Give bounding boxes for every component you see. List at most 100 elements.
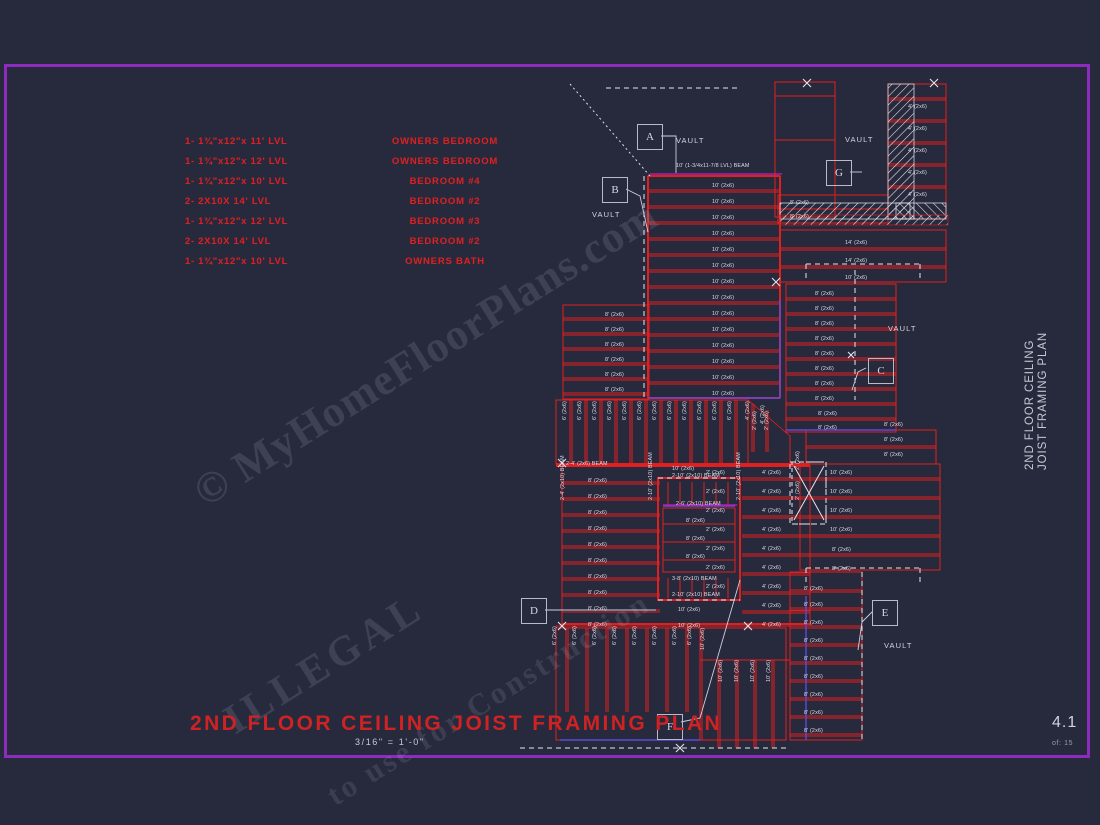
joist-label: 2' (2x6) <box>706 470 726 476</box>
joist-label: 10' (2x6) <box>712 375 735 381</box>
joist-label: 10' (2x6) <box>712 295 735 301</box>
joist-label: 10' (2x6) <box>845 275 868 281</box>
legend-room-name: BEDROOM #2 <box>409 196 481 207</box>
detail-callout-f[interactable]: F <box>657 714 683 740</box>
joist-label-vertical: 2' (2x6) <box>764 410 770 430</box>
joist-label: 8' (2x6) <box>588 574 608 580</box>
detail-callout-a[interactable]: A <box>637 124 663 150</box>
joist-label: 8' (2x6) <box>804 586 824 592</box>
joist-label: 8' (2x6) <box>804 620 824 626</box>
legend-beam-size: 1- 1¾"x12"x 12' LVL <box>185 216 289 227</box>
detail-callout-b[interactable]: B <box>602 177 628 203</box>
detail-callout-c[interactable]: C <box>868 358 894 384</box>
detail-callout-d[interactable]: D <box>521 598 547 624</box>
joist-label: 8' (2x6) <box>588 622 608 628</box>
joist-label: 8' (2x6) <box>815 291 835 297</box>
joist-label-vertical: 6' (2x6) <box>687 625 693 645</box>
page-title: 2ND FLOOR CEILING JOIST FRAMING PLAN <box>190 712 723 735</box>
joist-label: 10' (2x6) <box>678 623 701 629</box>
joist-label: 8' (2x6) <box>804 728 824 734</box>
joist-label: 8' (2x6) <box>815 336 835 342</box>
joist-label: 8' (2x6) <box>818 411 838 417</box>
joist-label: 8' (2x6) <box>588 494 608 500</box>
joist-label: 8' (2x6) <box>588 558 608 564</box>
joist-label-vertical: 6' (2x6) <box>622 400 628 420</box>
joist-label: 8' (2x6) <box>790 214 810 220</box>
joist-label-vertical: 10' (2x6) <box>750 659 756 682</box>
joist-label: 4' (2x6) <box>762 527 782 533</box>
legend-room-name: BEDROOM #2 <box>409 236 481 247</box>
joist-label-vertical: 4' (2x6) <box>745 400 751 420</box>
joist-label: 8' (2x6) <box>818 425 838 431</box>
joist-label: 4' (2x6) <box>762 508 782 514</box>
stair-opening <box>791 461 827 525</box>
beam-hatch <box>779 83 949 226</box>
joist-label: 8' (2x6) <box>588 590 608 596</box>
joist-label-vertical: 6' (2x6) <box>632 625 638 645</box>
joist-label: 10' (2x6) <box>712 247 735 253</box>
joist-label: 8' (2x6) <box>815 351 835 357</box>
joist-label: 8' (2x6) <box>686 554 706 560</box>
joist-label: 4' (2x6) <box>762 489 782 495</box>
detail-callout-g[interactable]: G <box>826 160 852 186</box>
joist-label: 8' (2x6) <box>588 542 608 548</box>
joist-label: 8' (2x6) <box>790 200 810 206</box>
joist-label-vertical: 6' (2x6) <box>727 400 733 420</box>
joist-label: 8' (2x6) <box>588 606 608 612</box>
joist-label: 8' (2x6) <box>804 692 824 698</box>
joist-label: 10' (2x6) <box>830 508 853 514</box>
joist-label: 8' (2x6) <box>884 452 904 458</box>
joist-label-vertical: 2' (2x6) <box>795 480 801 500</box>
joist-label: 10' (2x6) <box>712 311 735 317</box>
joist-label: 4' (2x6) <box>762 565 782 571</box>
joist-label-vertical: 6' (2x6) <box>652 400 658 420</box>
joist-label: 8' (2x6) <box>804 602 824 608</box>
post-markers <box>557 78 939 753</box>
joist-label: 4' (2x6) <box>908 192 928 198</box>
joist-label: 8' (2x6) <box>804 674 824 680</box>
joist-label-vertical: 6' (2x6) <box>667 400 673 420</box>
joist-label: 8' (2x6) <box>605 387 625 393</box>
joist-label-vertical: 6' (2x6) <box>562 400 568 420</box>
callout-leaders <box>545 135 873 723</box>
beam-note: 2-4' (2x6) BEAM <box>566 461 608 467</box>
sheet-vertical-title: 2ND FLOOR CEILING JOIST FRAMING PLAN <box>1024 330 1050 470</box>
joist-label: 8' (2x6) <box>605 312 625 318</box>
joist-label: 10' (2x6) <box>712 231 735 237</box>
joist-label: 4' (2x6) <box>762 603 782 609</box>
joist-label: 4' (2x6) <box>908 104 928 110</box>
joist-label: 14' (2x6) <box>845 258 868 264</box>
joist-label: 8' (2x6) <box>804 656 824 662</box>
joist-label: 10' (2x6) <box>712 263 735 269</box>
joist-label-vertical: 6' (2x6) <box>712 400 718 420</box>
joist-label: 4' (2x6) <box>908 170 928 176</box>
joist-label-vertical: 6' (2x6) <box>697 400 703 420</box>
roof-edge-leader <box>569 83 651 177</box>
joist-label-vertical: 2' (2x6) <box>795 450 801 470</box>
joist-label: 8' (2x6) <box>884 437 904 443</box>
vault-label: VAULT <box>888 324 917 333</box>
joist-label-vertical: 6' (2x6) <box>577 400 583 420</box>
beam-note: 2-10' (2x10) BEAM <box>672 592 720 598</box>
joist-label-vertical: 6' (2x6) <box>572 625 578 645</box>
detail-callout-e[interactable]: E <box>872 600 898 626</box>
joist-label: 10' (2x6) <box>712 215 735 221</box>
joist-label: 8' (2x6) <box>815 381 835 387</box>
legend-room-name: BEDROOM #4 <box>409 176 481 187</box>
legend-beam-size: 1- 1¾"x12"x 10' LVL <box>185 256 289 267</box>
joist-label: 8' (2x6) <box>815 366 835 372</box>
joist-label: 10' (2x6) <box>712 391 735 397</box>
joist-label-vertical: 10' (2x6) <box>718 659 724 682</box>
joist-label-vertical: 6' (2x6) <box>612 625 618 645</box>
joist-label-vertical: 6' (2x6) <box>592 400 598 420</box>
legend-beam-size: 1- 1¾"x12"x 11' LVL <box>185 136 288 147</box>
joist-label: 8' (2x6) <box>815 321 835 327</box>
joist-label: 2' (2x6) <box>706 527 726 533</box>
vault-label: VAULT <box>592 210 621 219</box>
sheet-number: 4.1 <box>1052 714 1078 731</box>
legend-room-name: OWNERS BEDROOM <box>391 156 499 167</box>
joist-label: 10' (2x6) <box>712 359 735 365</box>
joist-label-vertical: 2-10' (2x10) BEAM <box>648 452 654 500</box>
